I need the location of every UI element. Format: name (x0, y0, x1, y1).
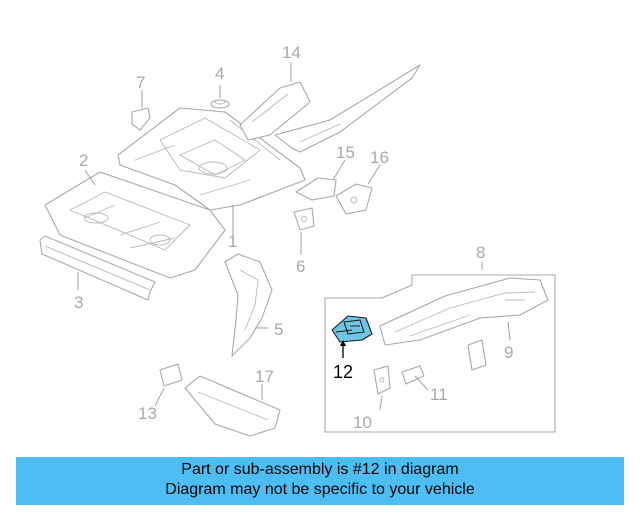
callout-5: 5 (274, 320, 283, 339)
part-8-rear-rail (379, 277, 549, 346)
inset-frame (324, 274, 556, 433)
part-15-bracket (295, 177, 337, 201)
callout-17: 17 (255, 367, 274, 386)
callout-13: 13 (138, 404, 157, 423)
callout-6: 6 (296, 257, 305, 276)
part-17-sill (184, 375, 281, 437)
part-5-pillar (224, 253, 273, 357)
callout-16: 16 (370, 148, 389, 167)
part-11-bracket (401, 365, 425, 385)
callout-3: 3 (74, 293, 83, 312)
callout-11: 11 (430, 385, 448, 404)
callout-7: 7 (136, 73, 145, 92)
callout-numbers: 1 2 3 4 5 6 7 8 9 10 11 12 13 14 15 16 1… (74, 43, 513, 432)
callout-9: 9 (504, 343, 513, 362)
banner-line-part-number: Part or sub-assembly is #12 in diagram (181, 461, 459, 478)
callout-10: 10 (353, 413, 372, 432)
callout-4: 4 (215, 64, 224, 83)
callout-2: 2 (79, 151, 88, 170)
info-banner: Part or sub-assembly is #12 in diagram D… (16, 457, 624, 505)
part-7-clip (131, 107, 151, 131)
parts-diagram: 1 2 3 4 5 6 7 8 9 10 11 12 13 14 15 16 1… (39, 43, 556, 437)
part-4-plug (210, 99, 230, 109)
callout-12-highlighted: 12 (333, 362, 353, 382)
part-9-rail-extension (467, 339, 487, 371)
part-13-bracket (159, 363, 183, 387)
part-12-highlighted-bracket (331, 315, 373, 343)
callout-8: 8 (476, 243, 485, 262)
part-3-crossmember (39, 235, 156, 301)
part-2-floor-panel (44, 171, 226, 279)
part-1-rear-floor-pan (117, 107, 306, 211)
callout-1: 1 (228, 232, 237, 251)
banner-line-disclaimer: Diagram may not be specific to your vehi… (165, 481, 475, 498)
callout-14: 14 (282, 43, 301, 62)
part-10-bracket (373, 365, 391, 395)
part-6-bracket (293, 207, 315, 231)
leader-lines (77, 62, 511, 411)
callout-15: 15 (336, 143, 355, 162)
part-16-bracket (335, 183, 373, 215)
part-14-rail-member (239, 64, 421, 153)
